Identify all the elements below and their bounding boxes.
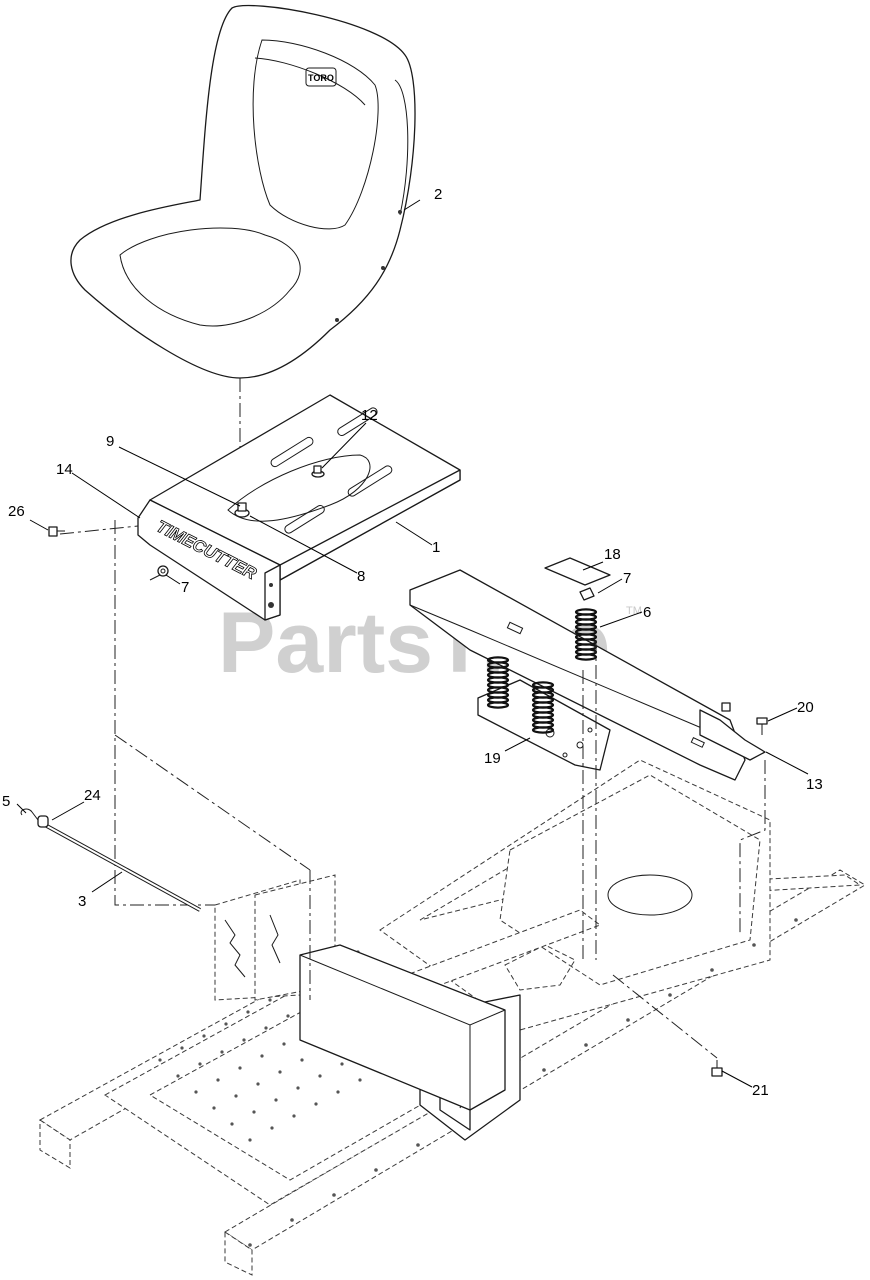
bolt-21 <box>711 1060 723 1077</box>
spring <box>574 608 598 661</box>
callout-8: 8 <box>357 568 365 585</box>
callout-6: 6 <box>643 604 651 621</box>
center-tunnel <box>299 944 506 1111</box>
callout-24: 24 <box>84 787 101 804</box>
pivot-rod <box>44 823 201 912</box>
callouts: 2 1 3 5 24 6 7 7 8 9 12 13 14 18 19 20 2… <box>2 186 823 1099</box>
callout-3: 3 <box>78 893 86 910</box>
bolt-13-mount <box>721 702 731 712</box>
callout-1: 1 <box>432 539 440 556</box>
callout-5: 5 <box>2 793 10 810</box>
bolt-26 <box>48 526 65 537</box>
nut-7-right <box>579 587 595 601</box>
spacer <box>37 815 49 828</box>
callout-18: 18 <box>604 546 621 563</box>
callout-20: 20 <box>797 699 814 716</box>
watermark-trademark: TM <box>626 605 642 617</box>
nut-7-left <box>149 565 169 581</box>
seat: TORO <box>70 4 416 379</box>
callout-12: 12 <box>361 407 378 424</box>
seat-hardware <box>234 465 325 518</box>
callout-19: 19 <box>484 750 501 767</box>
callout-21: 21 <box>752 1082 769 1099</box>
bolt-20 <box>756 717 768 735</box>
callout-7-left: 7 <box>181 579 189 596</box>
spring <box>486 656 510 709</box>
hair-pin-clip <box>20 808 39 821</box>
springs <box>486 608 598 734</box>
seat-bracket <box>409 569 766 781</box>
callout-14: 14 <box>56 461 73 478</box>
callout-13: 13 <box>806 776 823 793</box>
callout-7-right: 7 <box>623 570 631 587</box>
callout-26: 26 <box>8 503 25 520</box>
callout-2: 2 <box>434 186 442 203</box>
bumper-pad <box>544 557 611 586</box>
seat-logo-badge <box>305 67 337 87</box>
callout-9: 9 <box>106 433 114 450</box>
leader-lines <box>16 199 809 1088</box>
spring <box>531 681 555 734</box>
seat-logo-text: TORO <box>308 73 334 83</box>
